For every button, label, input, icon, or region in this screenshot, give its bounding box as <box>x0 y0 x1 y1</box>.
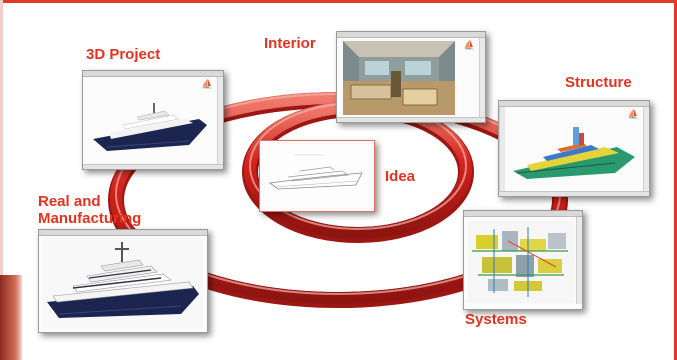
window-titlebar <box>337 32 485 38</box>
top-border <box>0 0 677 3</box>
label-idea: Idea <box>385 168 416 185</box>
yacht-logo-icon: ⛵ <box>201 79 213 89</box>
window-real-manufacturing <box>38 229 208 333</box>
yacht-logo-icon: ⛵ <box>627 109 639 119</box>
interior-render <box>343 41 455 115</box>
window-statusbar <box>499 191 649 196</box>
window-idea <box>259 140 375 212</box>
window-structure: ⛵ <box>498 100 650 197</box>
window-systems <box>463 210 583 310</box>
yacht-photo <box>43 238 203 328</box>
window-interior: ⛵ <box>336 31 486 123</box>
structure-mesh-render <box>513 127 635 179</box>
systems-render <box>468 221 574 303</box>
label-real-line2: Manufacturing <box>38 210 142 227</box>
window-toolbar <box>499 107 505 191</box>
label-systems: Systems <box>465 311 527 328</box>
corner-decoration <box>0 275 22 360</box>
window-3d-project: ⛵ <box>82 70 224 170</box>
window-titlebar <box>83 71 223 77</box>
window-toolbar <box>217 77 223 164</box>
window-statusbar <box>337 117 485 122</box>
yacht-sketch <box>264 147 368 205</box>
left-border <box>0 0 3 280</box>
label-3d-project: 3D Project <box>86 46 161 63</box>
label-real-line1: Real and <box>38 193 101 210</box>
right-border <box>674 0 677 360</box>
label-interior: Interior <box>264 35 316 52</box>
window-toolbar <box>576 217 582 304</box>
yacht-render-3d <box>93 103 207 151</box>
window-titlebar <box>499 101 649 107</box>
window-titlebar <box>39 230 207 236</box>
yacht-logo-icon: ⛵ <box>463 40 475 50</box>
label-structure: Structure <box>565 74 632 91</box>
label-real-and-manufacturing: Real and Manufacturing <box>38 193 141 227</box>
window-toolbar-right <box>643 107 649 191</box>
window-toolbar <box>479 38 485 117</box>
window-statusbar <box>83 164 223 169</box>
window-titlebar <box>464 211 582 217</box>
